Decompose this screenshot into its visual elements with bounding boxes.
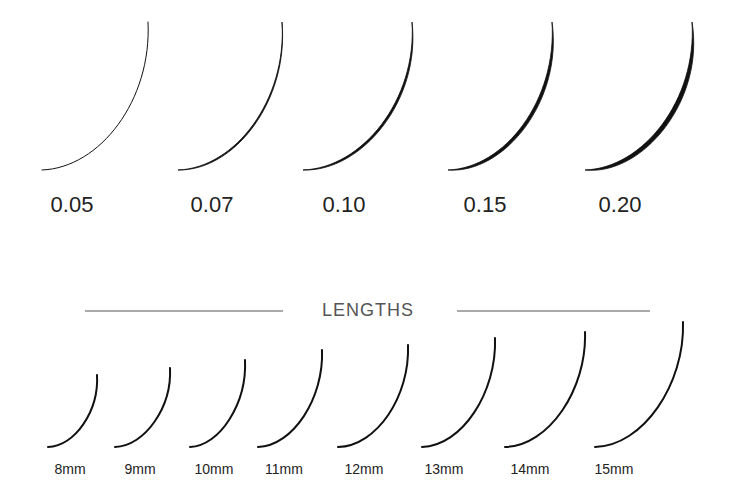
length-label: 12mm: [345, 462, 384, 477]
lash-curve: [42, 22, 148, 170]
lash-curve: [190, 360, 245, 447]
lash-curve: [258, 350, 322, 447]
lash-curve: [115, 368, 170, 447]
lash-curve: [303, 22, 413, 170]
lash-curve: [178, 22, 283, 170]
lash-curve: [595, 322, 683, 447]
length-label: 8mm: [54, 462, 85, 477]
lash-curve: [505, 332, 585, 447]
lash-curve: [48, 375, 97, 447]
divider-line: [457, 311, 650, 312]
lash-curve: [448, 22, 553, 170]
divider-line: [85, 311, 283, 312]
thickness-label: 0.07: [191, 193, 234, 217]
length-label: 13mm: [425, 462, 464, 477]
thickness-label: 0.05: [51, 193, 94, 217]
length-label: 15mm: [595, 462, 634, 477]
length-label: 10mm: [195, 462, 234, 477]
section-heading: LENGTHS: [318, 301, 418, 321]
lash-curve: [585, 22, 694, 170]
thickness-label: 0.15: [464, 193, 507, 217]
length-label: 11mm: [265, 462, 303, 477]
thickness-label: 0.20: [599, 193, 642, 217]
length-label: 9mm: [124, 462, 155, 477]
thickness-label: 0.10: [323, 193, 366, 217]
lash-curve: [338, 345, 408, 447]
lash-curve: [422, 338, 495, 447]
length-label: 14mm: [511, 462, 550, 477]
